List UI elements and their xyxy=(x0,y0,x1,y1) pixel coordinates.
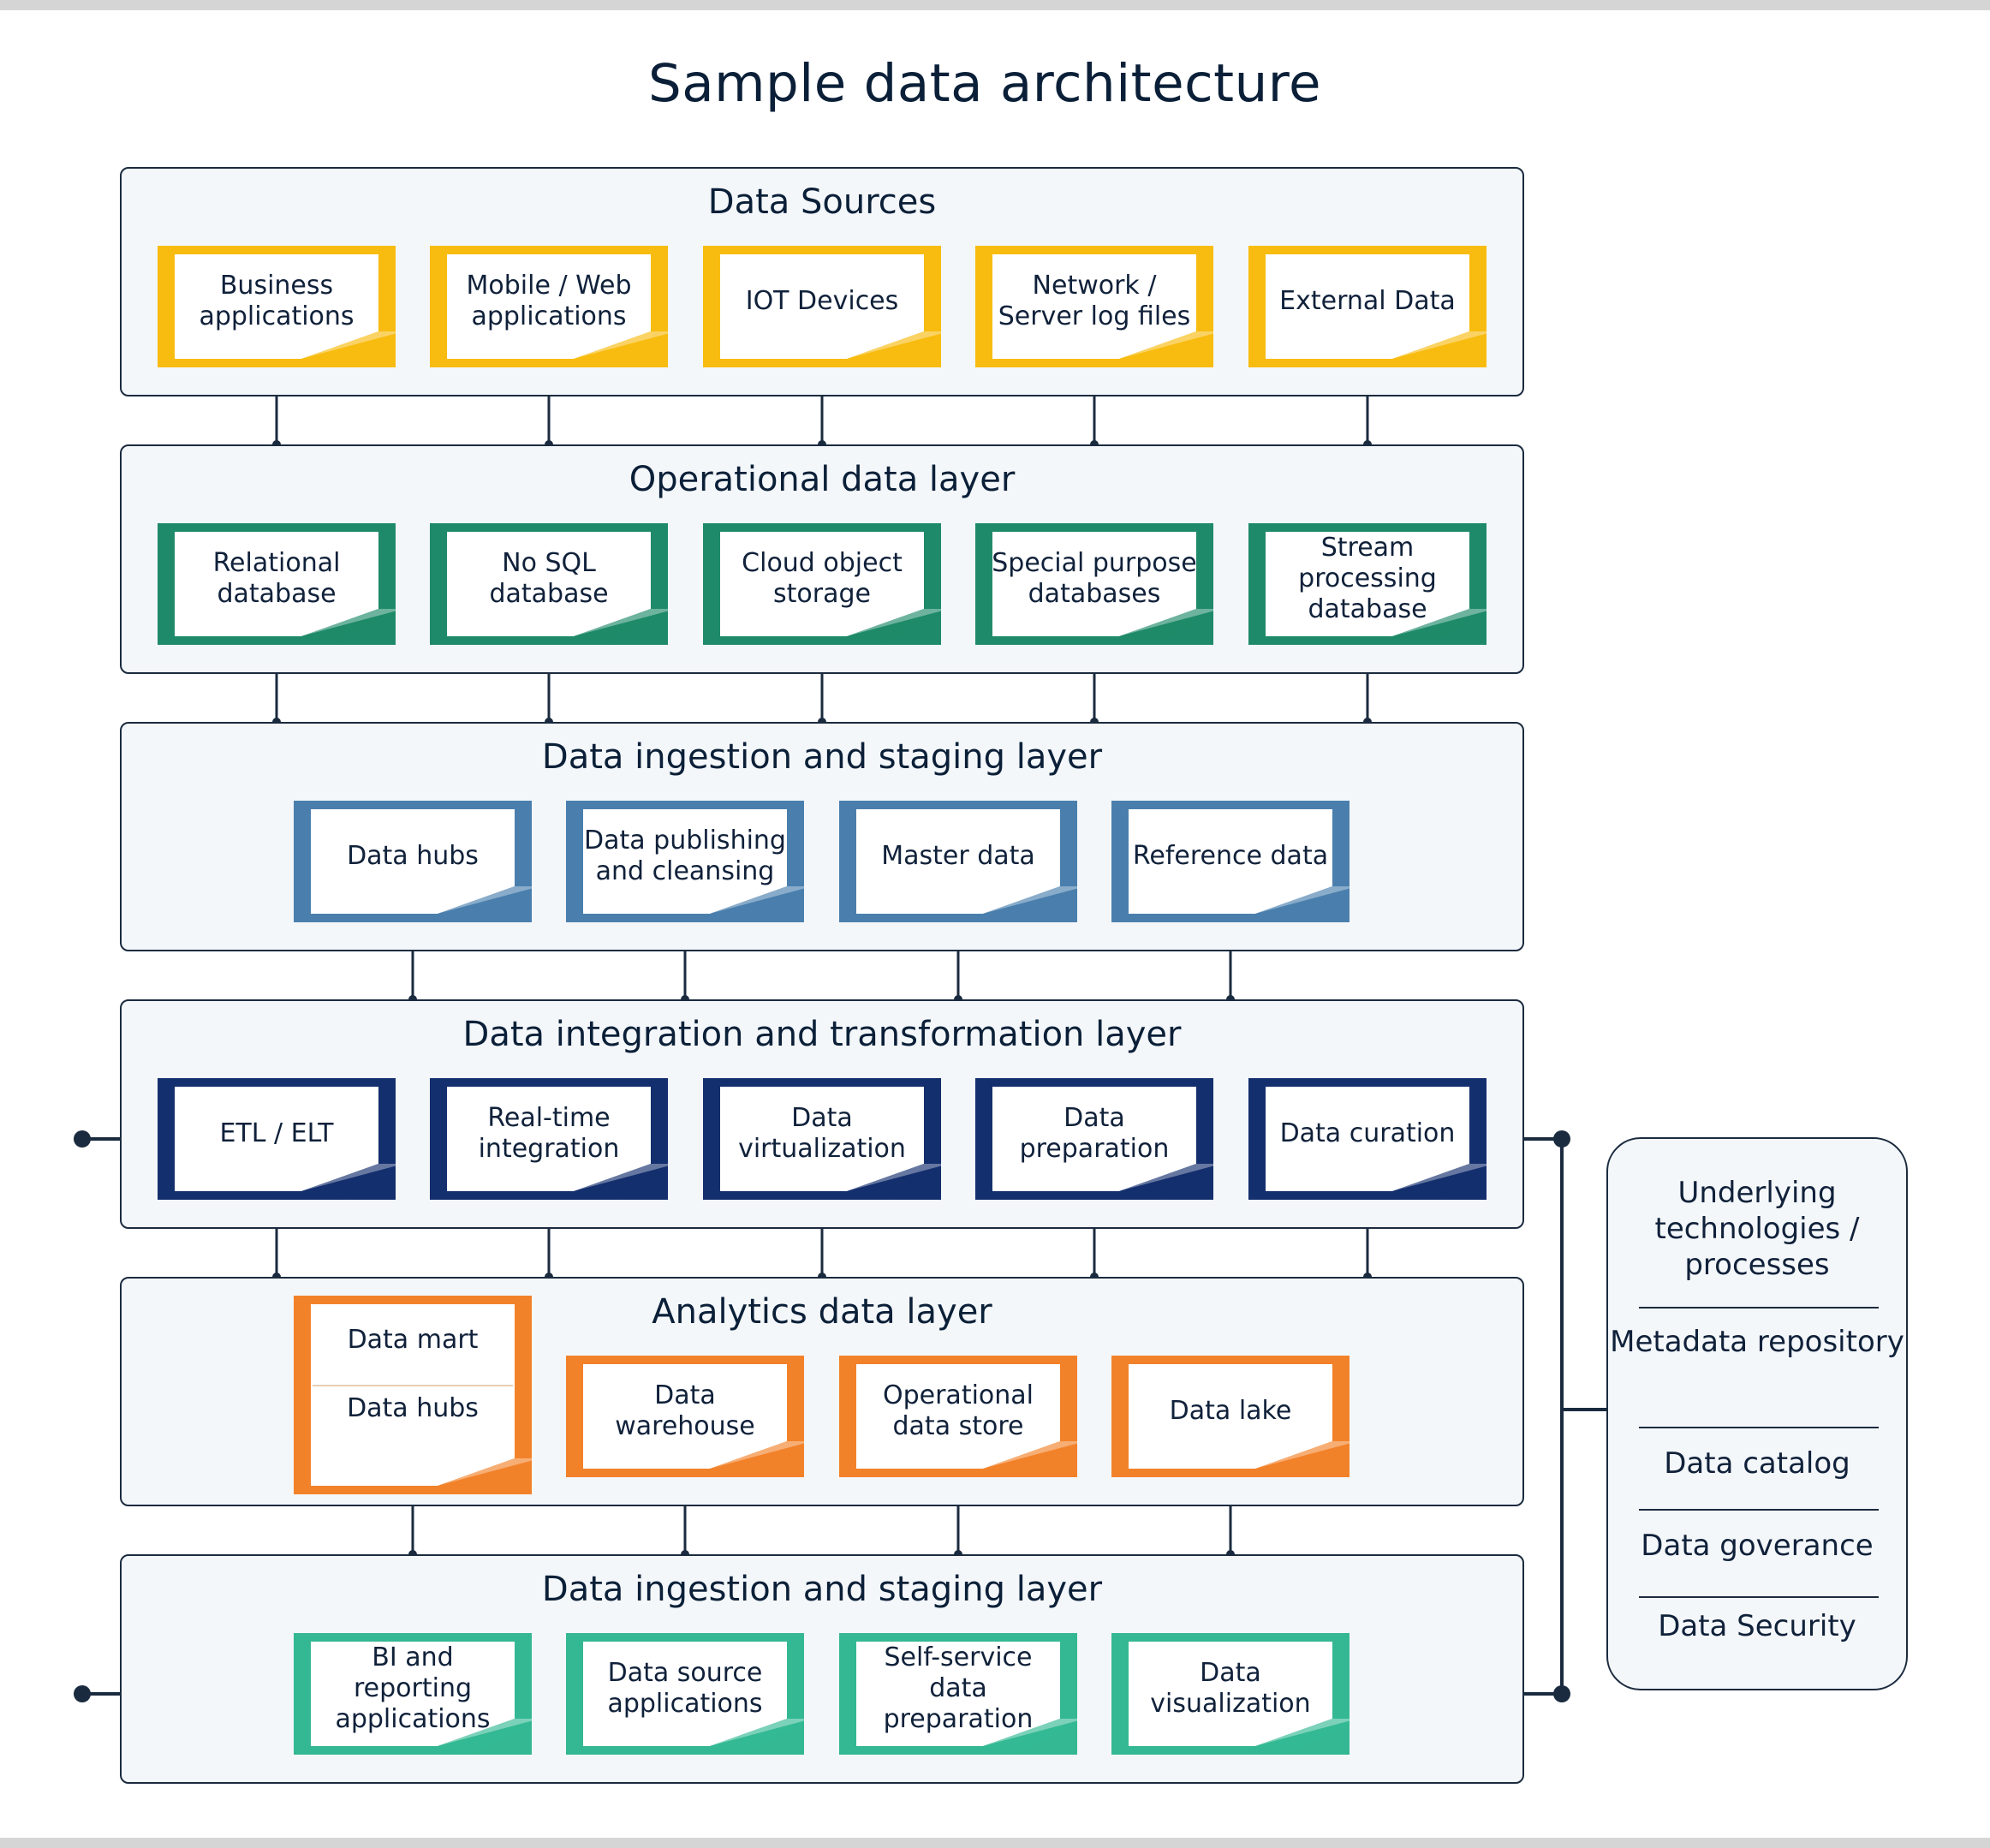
node-label: Relational database xyxy=(212,548,341,609)
node-label: Self-service data preparation xyxy=(883,1642,1034,1734)
node-label: Real-time integration xyxy=(478,1103,620,1164)
node-mobile-web-applications: Mobile / Web applications xyxy=(430,246,668,367)
trunk-endpoint xyxy=(74,1685,91,1702)
node-etl-elt: ETL / ELT xyxy=(158,1078,396,1200)
side-panel-item-metadata-repository: Metadata repository xyxy=(1610,1325,1904,1359)
layer-title: Data Sources xyxy=(707,182,937,222)
node-sub-label: Data hubs xyxy=(347,1393,479,1423)
node-reference-data: Reference data xyxy=(1111,801,1350,922)
node-label: Cloud object storage xyxy=(742,548,903,609)
node-no-sql-database: No SQL database xyxy=(430,523,668,645)
node-data-hubs: Data hubs xyxy=(294,801,532,922)
side-panel-item-underlying-technologies-processes: Underlying technologies / processes xyxy=(1654,1176,1860,1282)
node-label: Data source applications xyxy=(607,1658,763,1719)
node-label: Data warehouse xyxy=(615,1380,755,1441)
node-data-curation: Data curation xyxy=(1248,1078,1487,1200)
node-data-warehouse: Data warehouse xyxy=(566,1356,804,1477)
node-label: Data virtualization xyxy=(738,1103,906,1164)
node-master-data: Master data xyxy=(839,801,1077,922)
node-special-purpose-databases: Special purpose databases xyxy=(975,523,1213,645)
node-data-virtualization: Data virtualization xyxy=(703,1078,941,1200)
node-label: ETL / ELT xyxy=(219,1118,334,1148)
node-external-data: External Data xyxy=(1248,246,1487,367)
layer-title: Data ingestion and staging layer xyxy=(541,1570,1103,1609)
node-real-time-integration: Real-time integration xyxy=(430,1078,668,1200)
node-data-source-applications: Data source applications xyxy=(566,1633,804,1755)
node-data-preparation: Data preparation xyxy=(975,1078,1213,1200)
node-label: Data preparation xyxy=(1019,1103,1170,1164)
node-self-service-data-preparation: Self-service data preparation xyxy=(839,1633,1077,1755)
node-label: Stream processing database xyxy=(1298,533,1437,624)
top-border xyxy=(0,0,1990,10)
node-network-server-log-files: Network / Server log files xyxy=(975,246,1213,367)
node-cloud-object-storage: Cloud object storage xyxy=(703,523,941,645)
node-stream-processing-database: Stream processing database xyxy=(1248,523,1487,645)
node-label: Reference data xyxy=(1132,841,1329,871)
node-label: External Data xyxy=(1279,286,1456,316)
node-label: Network / Server log files xyxy=(998,271,1191,331)
bottom-border xyxy=(0,1838,1990,1848)
side-panel-separator xyxy=(1639,1427,1879,1428)
node-data-visualization: Data visualization xyxy=(1111,1633,1350,1755)
node-label: Mobile / Web applications xyxy=(466,271,632,331)
layer-title: Data integration and transformation laye… xyxy=(462,1015,1182,1054)
node-label: Data visualization xyxy=(1150,1658,1311,1719)
side-panel-item-data-catalog: Data catalog xyxy=(1664,1446,1850,1481)
node-label: Data curation xyxy=(1279,1118,1456,1148)
node-label: No SQL database xyxy=(489,548,609,609)
layer-title: Operational data layer xyxy=(629,460,1016,499)
node-label: Data mart xyxy=(347,1325,479,1355)
node-label: Master data xyxy=(881,841,1035,871)
node-business-applications: Business applications xyxy=(158,246,396,367)
node-label: Data hubs xyxy=(347,841,479,871)
node-label: Special purpose databases xyxy=(992,548,1197,609)
node-divider xyxy=(313,1385,513,1386)
node-bi-and-reporting-applications: BI and reporting applications xyxy=(294,1633,532,1755)
node-relational-database: Relational database xyxy=(158,523,396,645)
node-label: Data publishing and cleansing xyxy=(584,826,786,886)
side-panel-item-data-goverance: Data goverance xyxy=(1641,1529,1874,1563)
diagram-title: Sample data architecture xyxy=(648,53,1321,114)
side-panel-separator xyxy=(1639,1509,1879,1511)
node-label: Business applications xyxy=(199,271,355,331)
node-iot-devices: IOT Devices xyxy=(703,246,941,367)
node-label: IOT Devices xyxy=(745,286,899,316)
side-panel-item-data-security: Data Security xyxy=(1658,1609,1856,1643)
side-panel-separator xyxy=(1639,1307,1879,1309)
node-data-publishing-and-cleansing: Data publishing and cleansing xyxy=(566,801,804,922)
trunk-endpoint xyxy=(74,1130,91,1148)
side-panel-separator xyxy=(1639,1596,1879,1598)
node-label: Operational data store xyxy=(882,1380,1034,1441)
node-operational-data-store: Operational data store xyxy=(839,1356,1077,1477)
layer-title: Analytics data layer xyxy=(652,1292,992,1332)
node-label: BI and reporting applications xyxy=(335,1642,491,1734)
layer-title: Data ingestion and staging layer xyxy=(541,737,1103,777)
node-data-lake: Data lake xyxy=(1111,1356,1350,1477)
node-label: Data lake xyxy=(1169,1396,1292,1426)
